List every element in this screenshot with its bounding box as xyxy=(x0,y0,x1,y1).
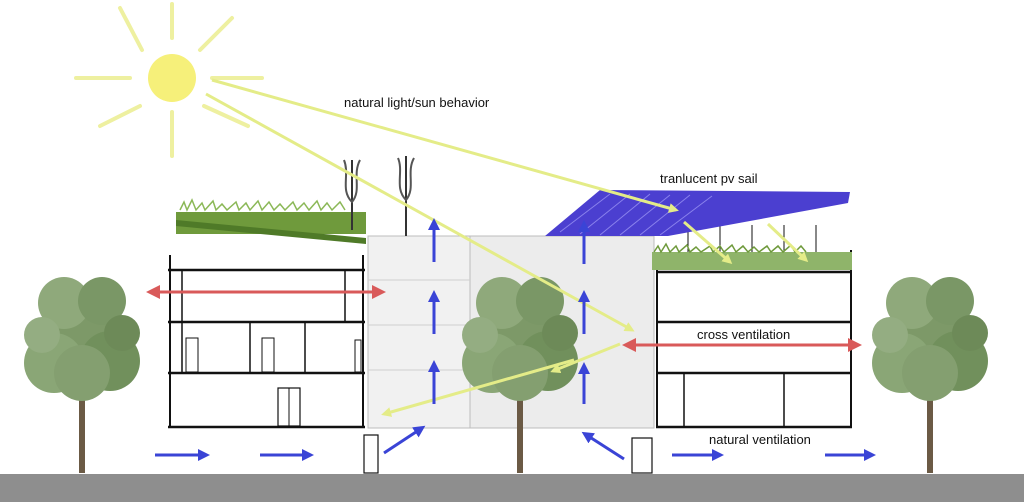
sun-icon xyxy=(74,2,264,158)
pv-sail xyxy=(545,190,850,236)
left-wing xyxy=(168,255,365,429)
natural-ventilation-arrows xyxy=(155,425,876,461)
pv-sail-label: tranlucent pv sail xyxy=(660,171,758,186)
cross-ventilation-label: cross ventilation xyxy=(697,327,790,342)
tree-icon xyxy=(872,277,988,473)
natural-ventilation-label: natural ventilation xyxy=(709,432,811,447)
light-arrows xyxy=(205,78,809,417)
sun-behavior-label: natural light/sun behavior xyxy=(344,95,490,110)
ground xyxy=(0,474,1024,502)
cross-ventilation-arrows xyxy=(146,285,862,352)
right-planter xyxy=(652,252,852,270)
tree-icon xyxy=(24,277,140,473)
vertical-airflow-arrows xyxy=(428,218,590,404)
